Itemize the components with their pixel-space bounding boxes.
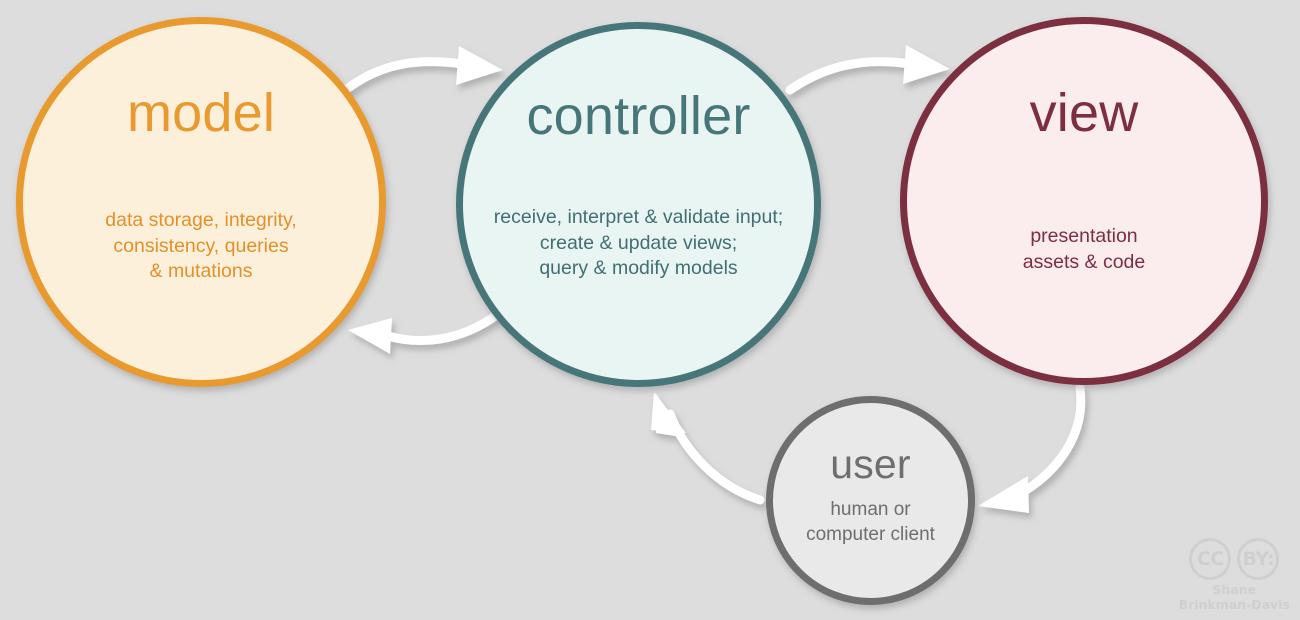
node-controller-title: controller bbox=[526, 86, 751, 146]
node-model-description: data storage, integrity, consistency, qu… bbox=[105, 209, 297, 283]
node-user-description: human or computer client bbox=[806, 499, 935, 546]
node-user-title: user bbox=[830, 441, 911, 487]
node-view-description: presentation assets & code bbox=[1022, 225, 1146, 273]
arrow-user-to-controller bbox=[651, 392, 765, 505]
node-model-title: model bbox=[126, 83, 276, 143]
creative-commons-icon: CC bbox=[1189, 538, 1232, 581]
node-model[interactable]: model data storage, integrity, consisten… bbox=[16, 17, 386, 387]
author-first-name: Shane bbox=[1212, 582, 1257, 598]
node-controller-description: receive, interpret & validate input; cre… bbox=[493, 206, 784, 280]
license-marks: CC BY: bbox=[1189, 538, 1280, 581]
node-user[interactable]: user human or computer client bbox=[766, 396, 975, 605]
author-last-name: Brinkman-Davis bbox=[1178, 596, 1290, 612]
node-view-title: view bbox=[1029, 83, 1139, 143]
arrow-view-to-user bbox=[978, 383, 1086, 513]
arrow-controller-to-model bbox=[348, 309, 503, 354]
arrow-model-to-controller bbox=[338, 46, 503, 97]
node-controller[interactable]: controller receive, interpret & validate… bbox=[456, 22, 821, 387]
author-attribution: Shane Brinkman-Davis bbox=[1178, 582, 1290, 612]
attribution-by-icon: BY: bbox=[1237, 538, 1280, 581]
creative-commons-badge[interactable]: CC BY: Shane Brinkman-Davis bbox=[1179, 538, 1290, 612]
node-view[interactable]: view presentation assets & code bbox=[900, 17, 1268, 385]
arrow-controller-to-view bbox=[785, 45, 950, 95]
